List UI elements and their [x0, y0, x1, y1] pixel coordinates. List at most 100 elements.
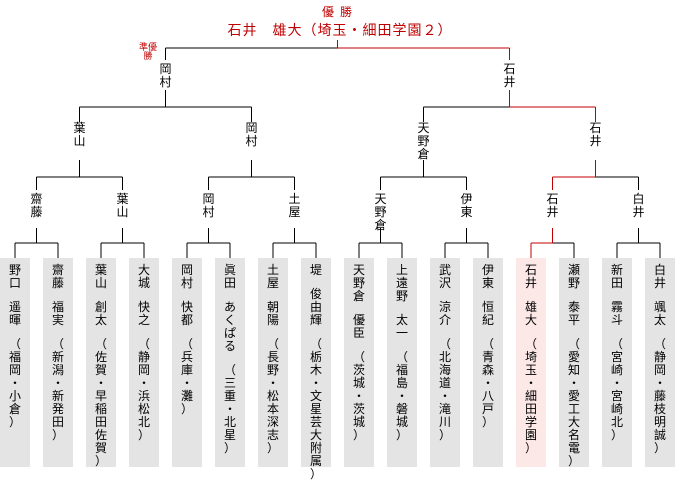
player-surname-char: 野 — [8, 263, 21, 277]
qf-name-char: 井 — [546, 205, 559, 219]
player-affiliation-char: 川 — [438, 415, 451, 429]
player-surname-char: 堤 — [309, 263, 322, 277]
player-affiliation-char: 名 — [567, 428, 580, 442]
player-affiliation-char: 田 — [524, 402, 537, 416]
player-affiliation-char: 浜 — [137, 389, 150, 403]
player-given-char: 紀 — [481, 313, 494, 327]
player-affiliation-char: ） — [51, 428, 64, 442]
qf-name-char: 藤 — [30, 205, 43, 219]
player-given-char: 都 — [180, 313, 193, 327]
qf-name-char: 山 — [116, 205, 129, 219]
player-affiliation-char: 宮 — [610, 350, 623, 364]
player-affiliation-char: 賀 — [94, 441, 107, 455]
player-affiliation-char: ） — [180, 402, 193, 416]
player-affiliation-char: 倉 — [8, 402, 21, 416]
player-given-char: 由 — [309, 300, 322, 314]
player-given-char: 遥 — [8, 300, 21, 314]
player-affiliation-char: 北 — [610, 415, 623, 429]
player-affiliation-char: ・ — [653, 376, 666, 390]
player-affiliation-char: （ — [395, 350, 408, 364]
player-affiliation-char: 稲 — [94, 402, 107, 416]
player-surname-char: 東 — [481, 276, 494, 290]
player-surname-char: 眞 — [223, 263, 236, 277]
player-affiliation-char: 知 — [567, 363, 580, 377]
final-name: 石井 — [500, 63, 520, 89]
player-affiliation-char: 小 — [8, 389, 21, 403]
qf-name-char: 齋 — [30, 192, 43, 206]
player-given-char: 快 — [137, 300, 150, 314]
winner-label: 優勝 — [321, 5, 358, 19]
player-given-char: 介 — [438, 313, 451, 327]
player-affiliation-char: 島 — [395, 376, 408, 390]
player-card: 齋藤齋藤福実福実（新潟・新発田）（新潟・新発田） — [43, 258, 73, 467]
sf-name-char: 野 — [417, 134, 430, 148]
player-affiliation-char: 森 — [481, 363, 494, 377]
player-affiliation-char: 愛 — [567, 389, 580, 403]
player-affiliation-char: 滝 — [438, 402, 451, 416]
player-surname-char: 井 — [653, 276, 666, 290]
player-affiliation-char: 静 — [653, 350, 666, 364]
player-affiliation-char: ・ — [266, 376, 279, 390]
player-affiliation-char: 発 — [51, 402, 64, 416]
player-affiliation-char: 佐 — [94, 428, 107, 442]
player-affiliation-char: 早 — [94, 389, 107, 403]
player-given-char: 恒 — [481, 300, 494, 314]
player-affiliation-char: 新 — [51, 350, 64, 364]
player-affiliation-char: 崎 — [610, 402, 623, 416]
player-affiliation-char: 園 — [524, 428, 537, 442]
qf-name: 齋藤 — [27, 193, 47, 219]
player-given-char: 太 — [653, 313, 666, 327]
player-affiliation-char: 磐 — [395, 402, 408, 416]
player-affiliation-char: 道 — [438, 376, 451, 390]
player-given-char: 快 — [180, 300, 193, 314]
player-affiliation-char: （ — [524, 337, 537, 351]
player-affiliation-char: 城 — [352, 415, 365, 429]
player-affiliation-char: 灘 — [180, 389, 193, 403]
player-given-char: る — [223, 339, 236, 353]
player-affiliation-char: ・ — [524, 376, 537, 390]
player-given-char: く — [223, 313, 236, 327]
player-affiliation-char: ） — [223, 441, 236, 455]
sf-name: 石井 — [586, 122, 606, 148]
player-given-char: 福 — [51, 300, 64, 314]
player-given-char: 俊 — [309, 287, 322, 301]
qf-name-char: 土 — [288, 192, 301, 206]
player-affiliation-char: 大 — [567, 415, 580, 429]
player-given-char: ぱ — [223, 326, 236, 340]
player-surname-char: 遠 — [395, 276, 408, 290]
player-given-char: 太 — [94, 313, 107, 327]
player-affiliation-char: 賀 — [94, 363, 107, 377]
player-affiliation-char: 北 — [223, 415, 236, 429]
player-surname-char: 天 — [352, 263, 365, 277]
player-affiliation-char: （ — [653, 337, 666, 351]
final-name-char: 石 — [503, 62, 516, 76]
player-surname-char: 屋 — [266, 276, 279, 290]
player-affiliation-char: 深 — [266, 415, 279, 429]
player-affiliation-char: （ — [137, 337, 150, 351]
player-surname-char: 土 — [266, 263, 279, 277]
player-affiliation-char: ・ — [567, 376, 580, 390]
player-given-char: 臣 — [352, 326, 365, 340]
player-affiliation-char: ） — [395, 428, 408, 442]
qf-name-char: 東 — [460, 205, 473, 219]
player-affiliation-char: 属 — [309, 454, 322, 468]
player-card: 天野倉天野倉優臣優臣（茨城・茨城）（茨城・茨城） — [344, 258, 374, 467]
player-surname-char: 村 — [180, 276, 193, 290]
qf-name-char: 白 — [632, 192, 645, 206]
player-affiliation-char: 玉 — [524, 363, 537, 377]
player-affiliation-char: 兵 — [180, 350, 193, 364]
player-affiliation-char: 電 — [567, 441, 580, 455]
qf-name-char: 屋 — [288, 205, 301, 219]
player-affiliation-char: 八 — [481, 389, 494, 403]
player-affiliation-char: ） — [352, 428, 365, 442]
player-affiliation-char: 栃 — [309, 350, 322, 364]
player-affiliation-char: 芸 — [309, 415, 322, 429]
player-given-char: 陽 — [266, 313, 279, 327]
player-surname-char: 藤 — [51, 276, 64, 290]
sf-name-char: 葉 — [73, 121, 86, 135]
final-name-char: 村 — [159, 75, 172, 89]
player-given-char: 実 — [51, 313, 64, 327]
